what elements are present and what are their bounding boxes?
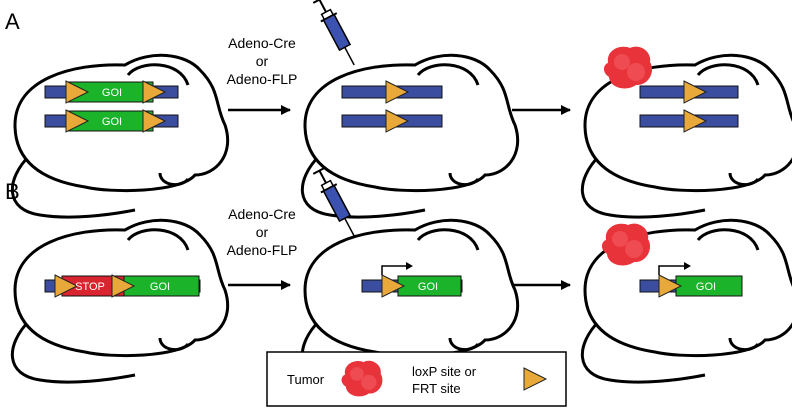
legend-tumor-icon <box>341 360 383 397</box>
step-label-line: Adeno-FLP <box>227 71 298 87</box>
step-label-a: Adeno-Cre or Adeno-FLP <box>227 35 298 87</box>
mouse-a-before <box>10 53 230 219</box>
construct-a-excised <box>341 80 443 133</box>
construct-b-before: STOP GOI <box>44 274 201 298</box>
legend-tumor-label: Tumor <box>287 372 325 387</box>
construct-b-result: GOI <box>639 262 743 298</box>
stop-label: STOP <box>75 281 105 293</box>
panel-a-letter: A <box>5 9 20 34</box>
step-label-b: Adeno-Cre or Adeno-FLP <box>227 206 298 258</box>
goi-label: GOI <box>102 116 122 128</box>
goi-label: GOI <box>150 281 170 293</box>
step-label-line: Adeno-Cre <box>228 206 296 222</box>
syringe-icon <box>310 0 364 71</box>
mouse-b-before <box>10 218 230 384</box>
legend-site-label-line: FRT site <box>412 381 461 396</box>
step-label-line: or <box>256 53 269 69</box>
construct-a-result <box>639 80 739 133</box>
step-label-line: or <box>256 224 269 240</box>
legend-site-label-line: loxP site or <box>412 364 477 379</box>
goi-label: GOI <box>418 281 438 293</box>
promoter-arrow <box>381 265 410 275</box>
goi-label: GOI <box>102 87 122 99</box>
tumor-icon <box>601 223 651 266</box>
goi-label: GOI <box>696 281 716 293</box>
panel-b-letter: B <box>5 179 20 204</box>
construct-a-before: GOI GOI <box>44 80 179 133</box>
tumor-icon <box>603 46 653 89</box>
step-label-line: Adeno-FLP <box>227 242 298 258</box>
legend: Tumor loxP site or FRT site <box>266 351 567 407</box>
construct-b-excised: GOI <box>361 262 463 298</box>
step-label-line: Adeno-Cre <box>228 35 296 51</box>
promoter-arrow <box>658 265 688 275</box>
